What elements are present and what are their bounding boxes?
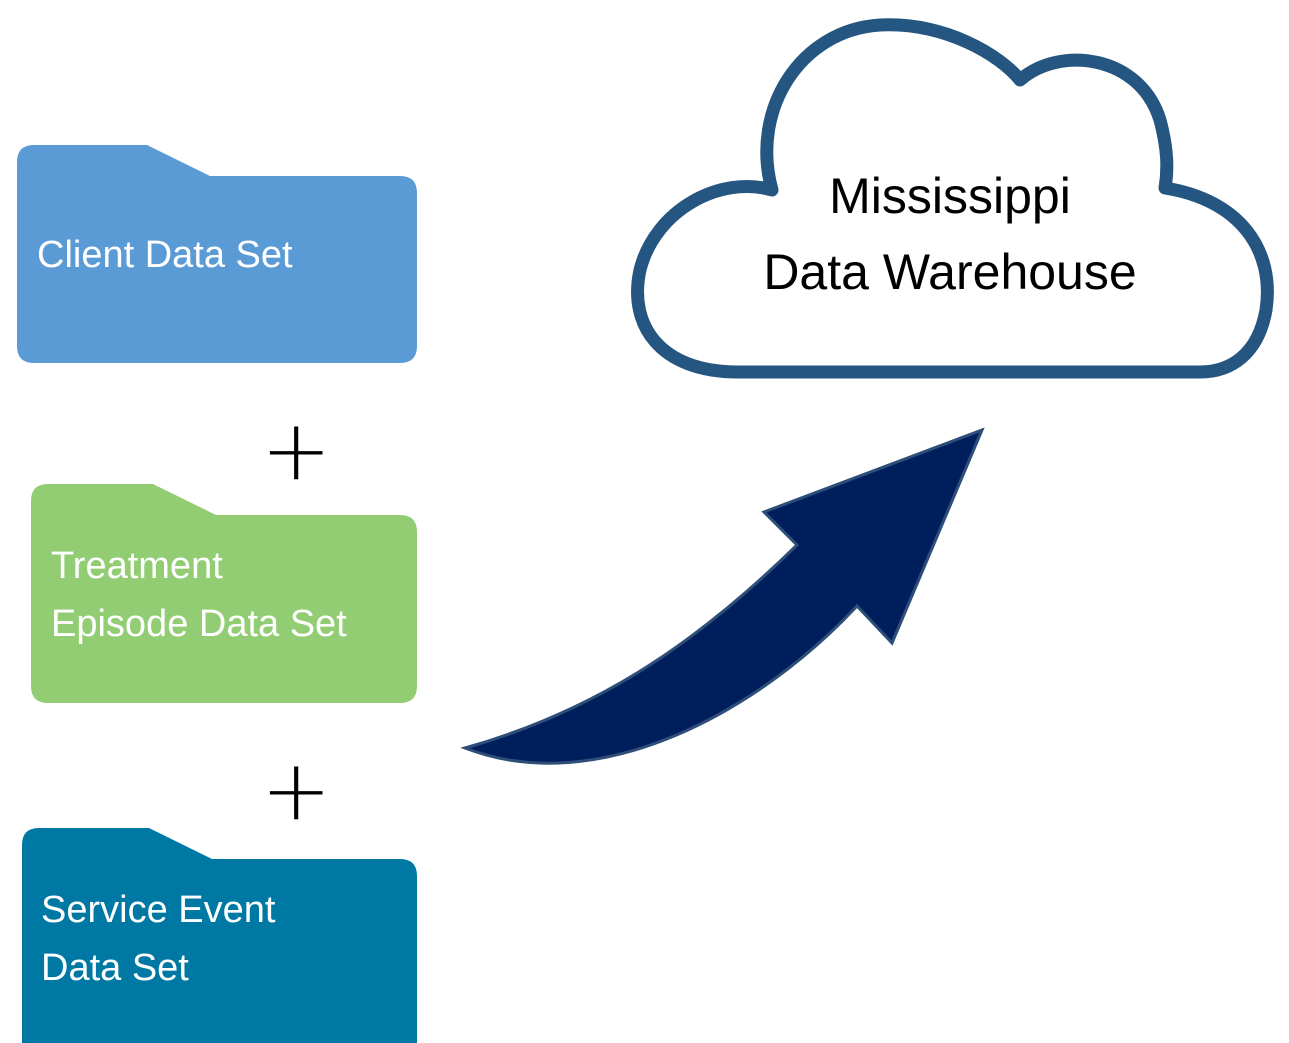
treatment-episode-data-set-label-line2: Episode Data Set xyxy=(51,603,347,645)
service-event-data-set-folder-icon xyxy=(22,828,417,1043)
client-data-set-folder-icon xyxy=(17,145,417,363)
cloud-label-line1: Mississippi xyxy=(829,168,1071,224)
cloud-icon xyxy=(631,18,1274,379)
upload-arrow-icon xyxy=(460,427,985,765)
cloud-label-line2: Data Warehouse xyxy=(763,244,1137,300)
treatment-episode-data-set-folder-icon xyxy=(31,484,417,703)
client-data-set-label: Client Data Set xyxy=(37,226,293,284)
treatment-episode-data-set-label-line1: Treatment xyxy=(51,545,223,587)
service-event-data-set-label-line1: Service Event xyxy=(41,889,276,931)
client-data-set-label-line1: Client Data Set xyxy=(37,234,293,276)
cloud-label: Mississippi Data Warehouse xyxy=(690,158,1210,310)
plus-operator-1: + xyxy=(261,401,332,499)
service-event-data-set-label-line2: Data Set xyxy=(41,947,189,989)
plus-operator-2: + xyxy=(261,741,332,839)
treatment-episode-data-set-label: Treatment Episode Data Set xyxy=(51,537,347,653)
service-event-data-set-label: Service Event Data Set xyxy=(41,881,275,997)
